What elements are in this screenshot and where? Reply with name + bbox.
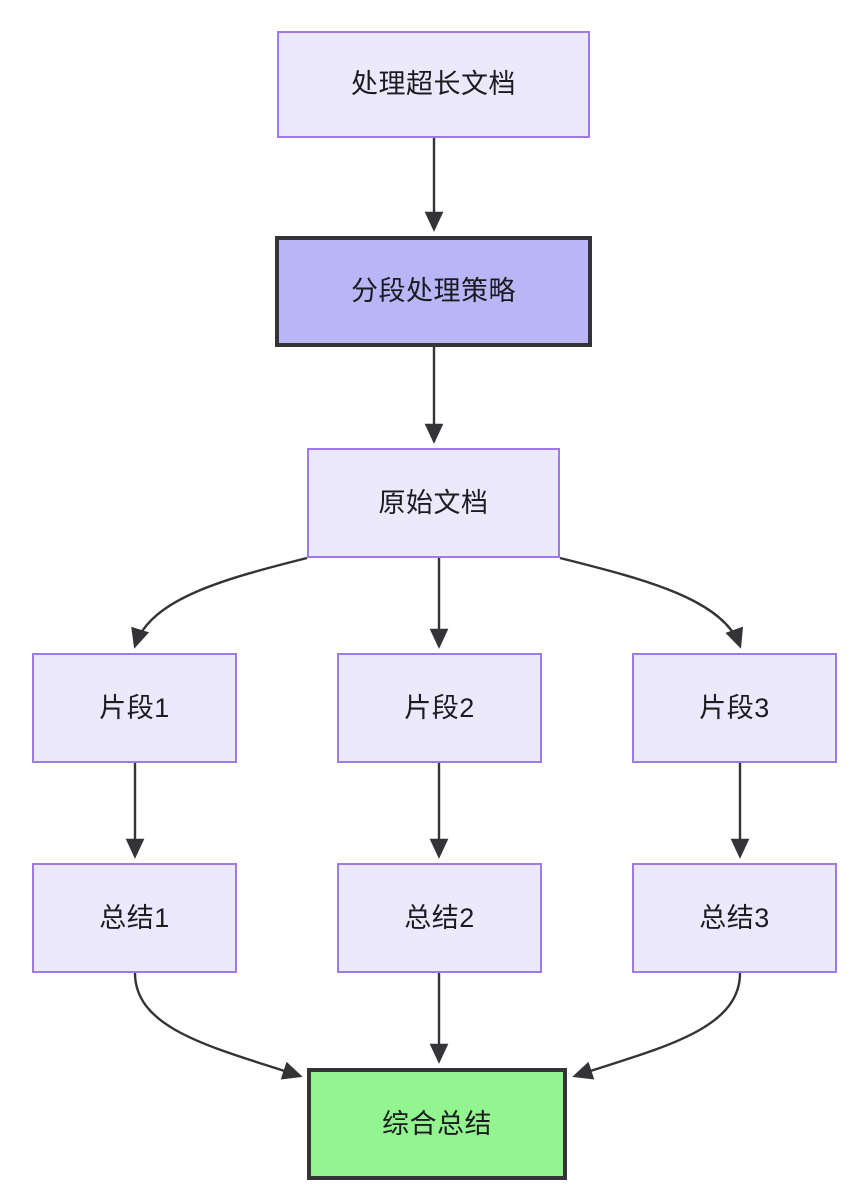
node-label-frag2: 片段2 (404, 692, 475, 723)
edge-source-frag1 (131, 556, 308, 649)
node-label-frag1: 片段1 (99, 692, 170, 723)
edge-sum3-final (572, 972, 742, 1080)
node-label-sum2: 总结2 (404, 902, 475, 933)
node-frag1[interactable]: 片段1 (32, 653, 237, 763)
node-doc[interactable]: 处理超长文档 (277, 31, 590, 138)
node-frag3[interactable]: 片段3 (632, 653, 837, 763)
node-source[interactable]: 原始文档 (307, 448, 560, 558)
node-sum3[interactable]: 总结3 (632, 863, 837, 973)
node-sum2[interactable]: 总结2 (337, 863, 542, 973)
node-label-sum1: 总结1 (99, 902, 170, 933)
node-label-source: 原始文档 (378, 487, 489, 518)
node-frag2[interactable]: 片段2 (337, 653, 542, 763)
edge-sum1-final (133, 972, 303, 1080)
edge-source-frag3 (559, 556, 744, 649)
node-sum1[interactable]: 总结1 (32, 863, 237, 973)
edge-group (125, 138, 750, 1080)
node-strategy[interactable]: 分段处理策略 (275, 236, 592, 347)
node-label-frag3: 片段3 (699, 692, 770, 723)
node-label-final: 综合总结 (382, 1108, 492, 1139)
node-label-doc: 处理超长文档 (351, 69, 516, 100)
node-label-sum3: 总结3 (699, 902, 770, 933)
node-final[interactable]: 综合总结 (307, 1068, 567, 1180)
node-label-strategy: 分段处理策略 (351, 276, 516, 307)
